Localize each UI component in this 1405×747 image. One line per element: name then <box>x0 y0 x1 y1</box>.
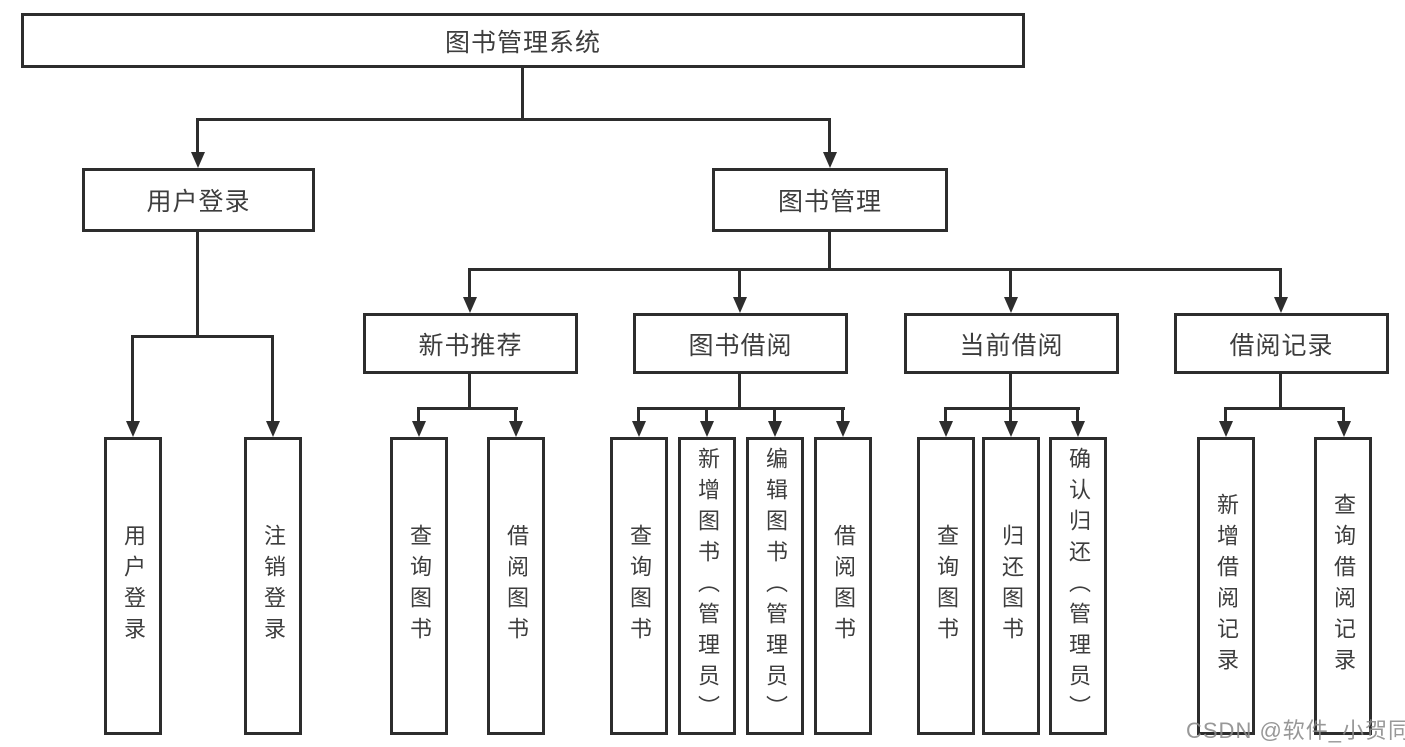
connector-line <box>944 407 947 423</box>
connector-line <box>1279 268 1282 297</box>
connector-line <box>1009 374 1012 410</box>
connector-line <box>1224 407 1345 410</box>
node-user-login-label: 用户登录 <box>146 188 251 216</box>
leaf-add-borrow-record: 新增借阅记录 <box>1197 437 1255 735</box>
leaf-query-borrow-record: 查询借阅记录 <box>1314 437 1372 735</box>
connector-line <box>1224 407 1227 423</box>
connector-line <box>1342 407 1345 423</box>
connector-line <box>1076 407 1079 423</box>
leaf-logout-label: 注销登录 <box>261 524 286 648</box>
connector-line <box>738 268 741 297</box>
watermark-text: CSDN @软件_小贺同学 <box>1186 718 1405 743</box>
arrowhead-down-icon <box>700 421 714 437</box>
arrowhead-down-icon <box>1071 421 1085 437</box>
leaf-query-book-2-label: 查询图书 <box>627 524 652 648</box>
leaf-add-borrow-record-label: 新增借阅记录 <box>1214 493 1239 679</box>
connector-line <box>196 232 199 338</box>
arrowhead-down-icon <box>1004 421 1018 437</box>
arrowhead-down-icon <box>509 421 523 437</box>
leaf-query-book-3: 查询图书 <box>917 437 975 735</box>
node-borrow-records-label: 借阅记录 <box>1229 331 1334 360</box>
connector-line <box>271 335 274 421</box>
node-user-login: 用户登录 <box>82 168 315 232</box>
connector-line <box>1009 407 1012 423</box>
leaf-edit-book-admin-label: 编辑图书（管理员） <box>763 446 788 726</box>
leaf-logout: 注销登录 <box>244 437 302 735</box>
connector-line <box>841 407 844 423</box>
leaf-query-book-1: 查询图书 <box>390 437 448 735</box>
arrowhead-down-icon <box>768 421 782 437</box>
arrowhead-down-icon <box>1274 297 1288 313</box>
leaf-borrow-book-2: 借阅图书 <box>814 437 872 735</box>
connector-line <box>468 268 1282 271</box>
connector-line <box>468 374 471 410</box>
leaf-query-book-1-label: 查询图书 <box>407 524 432 648</box>
connector-line <box>1279 374 1282 410</box>
node-borrow-records: 借阅记录 <box>1174 313 1389 374</box>
node-book-borrow: 图书借阅 <box>633 313 848 374</box>
leaf-query-book-2: 查询图书 <box>610 437 668 735</box>
connector-line <box>637 407 845 410</box>
connector-line <box>828 118 831 154</box>
connector-line <box>196 118 831 121</box>
connector-line <box>944 407 1080 410</box>
node-book-borrow-label: 图书借阅 <box>688 331 793 360</box>
arrowhead-down-icon <box>412 421 426 437</box>
node-current-borrow-label: 当前借阅 <box>959 331 1064 360</box>
leaf-user-login-label: 用户登录 <box>121 524 146 648</box>
connector-line <box>828 232 831 270</box>
connector-line <box>637 407 640 423</box>
connector-line <box>773 407 776 423</box>
arrowhead-down-icon <box>1004 297 1018 313</box>
leaf-borrow-book-1-label: 借阅图书 <box>504 524 529 648</box>
arrowhead-down-icon <box>191 152 205 168</box>
leaf-query-borrow-record-label: 查询借阅记录 <box>1331 493 1356 679</box>
arrowhead-down-icon <box>733 297 747 313</box>
connector-line <box>131 335 134 421</box>
connector-line <box>131 335 274 338</box>
leaf-query-book-3-label: 查询图书 <box>934 524 959 648</box>
leaf-confirm-return-admin-label: 确认归还（管理员） <box>1066 446 1091 726</box>
node-current-borrow: 当前借阅 <box>904 313 1119 374</box>
leaf-user-login: 用户登录 <box>104 437 162 735</box>
arrowhead-down-icon <box>1337 421 1351 437</box>
connector-line <box>417 407 518 410</box>
arrowhead-down-icon <box>939 421 953 437</box>
connector-line <box>417 407 420 423</box>
leaf-borrow-book-2-label: 借阅图书 <box>831 524 856 648</box>
connector-line <box>738 374 741 410</box>
node-root: 图书管理系统 <box>21 13 1025 68</box>
leaf-return-book-label: 归还图书 <box>999 524 1024 648</box>
arrowhead-down-icon <box>823 152 837 168</box>
connector-line <box>514 407 517 423</box>
leaf-return-book: 归还图书 <box>982 437 1040 735</box>
connector-line <box>196 118 199 154</box>
arrowhead-down-icon <box>632 421 646 437</box>
connector-line <box>521 68 524 120</box>
leaf-add-book-admin: 新增图书（管理员） <box>678 437 736 735</box>
connector-line <box>1009 268 1012 297</box>
node-root-label: 图书管理系统 <box>444 28 601 57</box>
arrowhead-down-icon <box>836 421 850 437</box>
leaf-edit-book-admin: 编辑图书（管理员） <box>746 437 804 735</box>
node-book-management: 图书管理 <box>712 168 948 232</box>
leaf-borrow-book-1: 借阅图书 <box>487 437 545 735</box>
leaf-confirm-return-admin: 确认归还（管理员） <box>1049 437 1107 735</box>
arrowhead-down-icon <box>463 297 477 313</box>
node-new-book-recommend: 新书推荐 <box>363 313 578 374</box>
leaf-add-book-admin-label: 新增图书（管理员） <box>695 446 720 726</box>
arrowhead-down-icon <box>266 421 280 437</box>
connector-line <box>705 407 708 423</box>
node-book-management-label: 图书管理 <box>777 188 882 216</box>
arrowhead-down-icon <box>1219 421 1233 437</box>
connector-line <box>468 268 471 297</box>
node-new-book-recommend-label: 新书推荐 <box>418 331 523 360</box>
arrowhead-down-icon <box>126 421 140 437</box>
